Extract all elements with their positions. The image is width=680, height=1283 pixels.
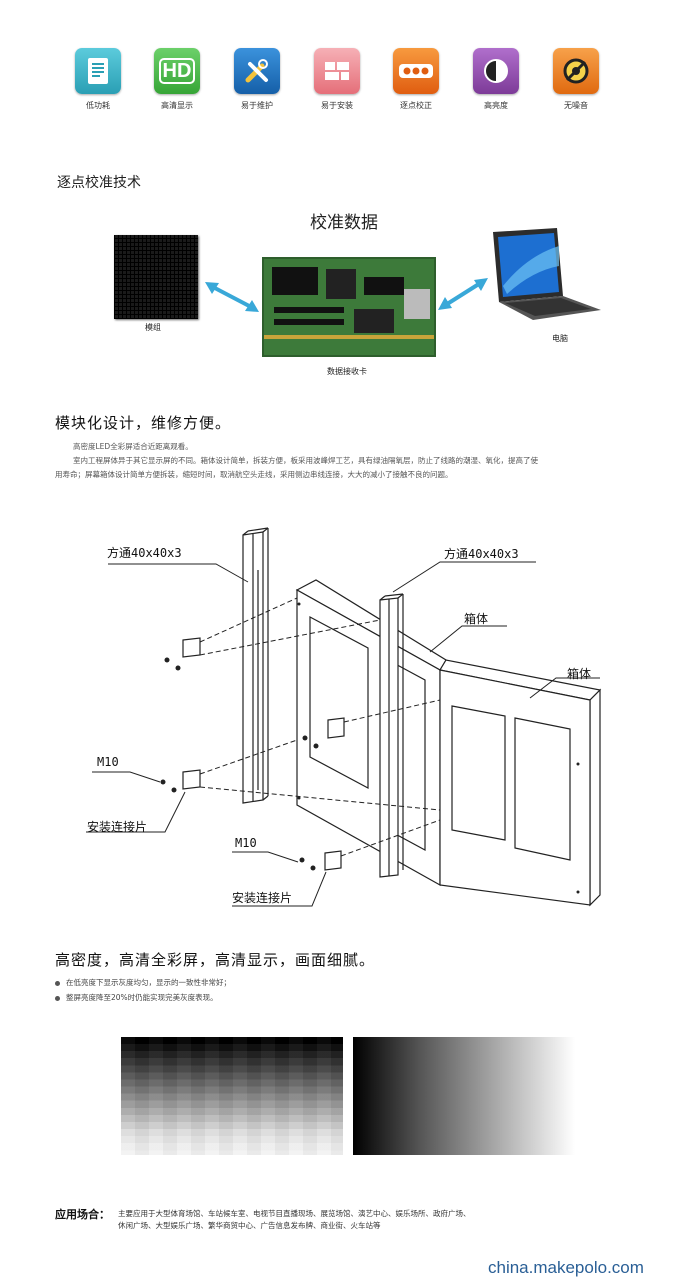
install-icon: [314, 48, 360, 94]
modular-line-3: 用寿命；屏幕箱体设计简单方便拆装，缩短时间，取消航空头走线，采用侧边串线连接，大…: [55, 470, 453, 479]
application-label: 应用场合：: [55, 1208, 110, 1221]
modular-line-2: 室内工程屏体异于其它显示屏的不同。箱体设计简单，拆装方便，板采用波峰焊工艺，具有…: [73, 456, 538, 465]
modular-heading: 模块化设计，维修方便。: [55, 414, 232, 432]
double-arrow-icon: [438, 278, 488, 310]
watermark: china.makepolo.com: [488, 1258, 644, 1277]
card-label: 数据接收卡: [327, 367, 367, 376]
feature-label: 逐点校正: [400, 101, 432, 110]
laptop-label: 电脑: [552, 334, 568, 343]
calibration-heading: 逐点校准技术: [57, 175, 141, 191]
cabinet-label-2: 箱体: [567, 667, 592, 681]
no-noise-icon: [553, 48, 599, 94]
led-module-image: [114, 235, 198, 319]
brightness-icon: [473, 48, 519, 94]
laptop-image: [493, 228, 601, 320]
density-heading: 高密度，高清全彩屏，高清显示，画面细腻。: [55, 951, 376, 969]
feature-hd: HD 高清显示: [142, 48, 212, 111]
feature-low-power: 低功耗: [63, 48, 133, 111]
cabinet-label-1: 箱体: [464, 612, 489, 626]
bolt-label-left: M10: [97, 755, 119, 769]
calibration-title: 校准数据: [310, 213, 378, 233]
density-bullet: 整屏亮度降至20%时仍能实现完美灰度表现。: [55, 992, 218, 1003]
double-arrow-icon: [205, 282, 259, 312]
installation-diagram: [86, 527, 602, 907]
plate-label-mid: 安装连接片: [232, 891, 293, 905]
feature-maintenance: 易于维护: [222, 48, 292, 111]
low-power-icon: [75, 48, 121, 94]
modular-line-1: 高密度LED全彩屏适合近距离观看。: [73, 442, 193, 451]
feature-install: 易于安装: [302, 48, 372, 111]
application-line-1: 主要应用于大型体育场馆、车站候车室、电视节目直播现场、展览场馆、演艺中心、娱乐场…: [118, 1209, 471, 1218]
tube-label-left: 方通40x40x3: [107, 546, 182, 560]
feature-label: 高清显示: [161, 101, 193, 110]
feature-label: 易于安装: [321, 101, 353, 110]
bolt-label-mid: M10: [235, 836, 257, 850]
hd-icon: HD: [154, 48, 200, 94]
module-label: 模组: [145, 323, 161, 332]
dots-icon: [393, 48, 439, 94]
plate-label-left: 安装连接片: [87, 820, 148, 834]
feature-brightness: 高亮度: [461, 48, 531, 111]
feature-label: 易于维护: [241, 101, 273, 110]
grayscale-steps-image: [121, 1037, 343, 1155]
application-line-2: 休闲广场、大型娱乐广场、繁华商贸中心、广告信息发布牌、商业街、火车站等: [118, 1221, 381, 1230]
receiving-card-image: [262, 257, 436, 357]
tube-label-right: 方通40x40x3: [444, 547, 519, 561]
grayscale-gradient-image: [353, 1037, 575, 1155]
feature-no-noise: 无噪音: [541, 48, 611, 111]
feature-label: 低功耗: [86, 101, 110, 110]
tools-icon: [234, 48, 280, 94]
feature-calibration: 逐点校正: [381, 48, 451, 111]
density-bullet: 在低亮度下显示灰度均匀，显示的一致性非常好；: [55, 977, 231, 988]
feature-label: 无噪音: [564, 101, 588, 110]
feature-label: 高亮度: [484, 101, 508, 110]
